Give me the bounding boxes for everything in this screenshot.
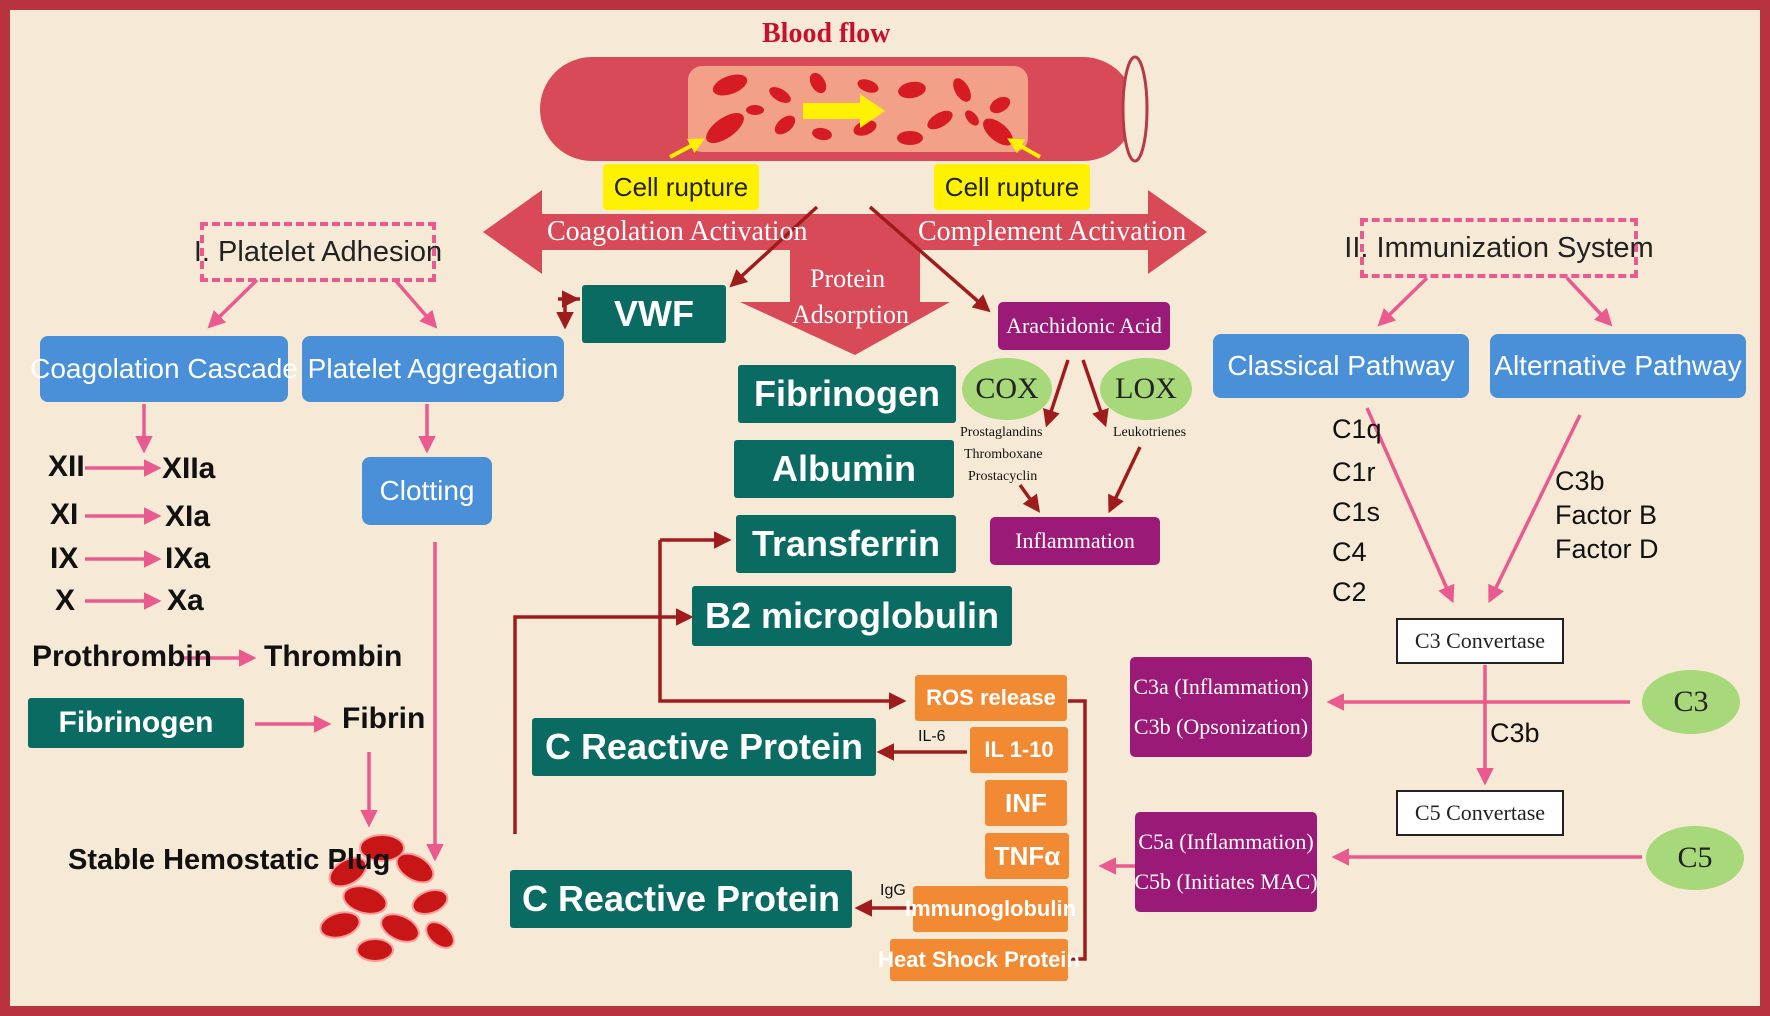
c5a-label: C5a (Inflammation) (1138, 829, 1314, 854)
banner-complement-label: Complement Activation (918, 216, 1187, 247)
factor-ixa: IXa (165, 542, 211, 575)
alternative-pathway-box: Alternative Pathway (1490, 334, 1746, 398)
diagram-title: Blood flow (762, 18, 891, 49)
c5-convertase-box: C5 Convertase (1396, 790, 1564, 836)
immunoglobulin-box: Immunoglobulin (905, 886, 1076, 932)
factor-d-label: Factor D (1555, 534, 1659, 564)
thrombin-label: Thrombin (264, 640, 403, 673)
c3a-label: C3a (Inflammation) (1133, 674, 1309, 699)
clotting-box: Clotting (362, 457, 492, 525)
b2-microglobulin-box: B2 microglobulin (692, 586, 1012, 646)
c5-oval: C5 (1646, 826, 1744, 890)
il6-label: IL-6 (918, 728, 946, 745)
igg-label: IgG (880, 882, 906, 899)
activation-banner (483, 190, 1207, 274)
protein-adsorption-label-2: Adsorption (792, 300, 909, 329)
banner-coagulation-label: Coagolation Activation (547, 216, 808, 247)
factor-xi: XI (50, 498, 79, 531)
prostacyclin-label: Prostacyclin (968, 469, 1038, 484)
c3b-label: C3b (1490, 718, 1540, 748)
vwf-box: VWF (582, 285, 726, 343)
fibrinogen-left-box: Fibrinogen (28, 698, 244, 748)
il-1-10-box: IL 1-10 (970, 727, 1068, 773)
heat-shock-protein-box: Heat Shock Protein (878, 939, 1080, 981)
ros-release-box: ROS release (915, 675, 1067, 721)
cell-rupture-left: Cell rupture (603, 164, 759, 210)
c3b-alt-label: C3b (1555, 466, 1605, 496)
cox-oval: COX (962, 358, 1052, 420)
c3-convertase-box: C3 Convertase (1396, 618, 1564, 664)
fibrin-label: Fibrin (342, 702, 426, 735)
prostaglandins-label: Prostaglandins (960, 425, 1043, 440)
stable-hemostatic-plug-label: Stable Hemostatic Plug (68, 844, 391, 876)
protein-adsorption-arrow (740, 250, 950, 355)
c4-label: C4 (1332, 537, 1367, 567)
inf-box: INF (985, 780, 1067, 826)
blood-vessel-graphic (540, 55, 1149, 163)
c2-label: C2 (1332, 577, 1367, 607)
c-reactive-protein-box-2: C Reactive Protein (510, 870, 852, 928)
diagram-graphics (85, 55, 1642, 962)
albumin-box: Albumin (734, 440, 954, 498)
c3-products-box: C3a (Inflammation) C3b (Opsonization) (1130, 657, 1312, 757)
classical-pathway-box: Classical Pathway (1213, 334, 1469, 398)
thromboxane-label: Thromboxane (964, 447, 1043, 462)
cell-rupture-right: Cell rupture (934, 164, 1090, 210)
coagulation-cascade-box: Coagolation Cascade (30, 336, 298, 402)
prothrombin-label: Prothrombin (32, 640, 212, 673)
tnf-alpha-box: TNFα (985, 833, 1069, 879)
section-platelet-adhesion: I. Platelet Adhesion (194, 222, 442, 282)
factor-xa: Xa (167, 584, 204, 617)
factor-xii: XII (48, 450, 85, 483)
c-reactive-protein-box-1: C Reactive Protein (532, 718, 876, 776)
factor-ix: IX (50, 542, 79, 575)
factor-xiia: XIIa (162, 452, 216, 485)
leukotrienes-label: Leukotrienes (1113, 425, 1187, 440)
inflammation-box: Inflammation (990, 517, 1160, 565)
factor-x: X (55, 584, 76, 617)
factor-b-label: Factor B (1555, 500, 1658, 530)
c5-products-box: C5a (Inflammation) C5b (Initiates MAC) (1134, 812, 1318, 912)
factor-xia: XIa (165, 500, 211, 533)
c1s-label: C1s (1332, 497, 1381, 527)
c1q-label: C1q (1332, 414, 1382, 444)
c3b-opsonization-label: C3b (Opsonization) (1133, 714, 1309, 739)
c1r-label: C1r (1332, 457, 1376, 487)
section-immunization-system: II. Immunization System (1344, 218, 1654, 278)
arachidonic-acid-box: Arachidonic Acid (998, 302, 1170, 350)
hemostatic-plug-graphic (319, 834, 455, 962)
c3-oval: C3 (1642, 670, 1740, 734)
c5b-label: C5b (Initiates MAC) (1134, 869, 1318, 894)
fibrinogen-box: Fibrinogen (738, 365, 956, 423)
lox-oval: LOX (1100, 358, 1192, 420)
transferrin-box: Transferrin (736, 515, 956, 573)
protein-adsorption-label-1: Protein (810, 264, 886, 293)
platelet-aggregation-box: Platelet Aggregation (302, 336, 564, 402)
